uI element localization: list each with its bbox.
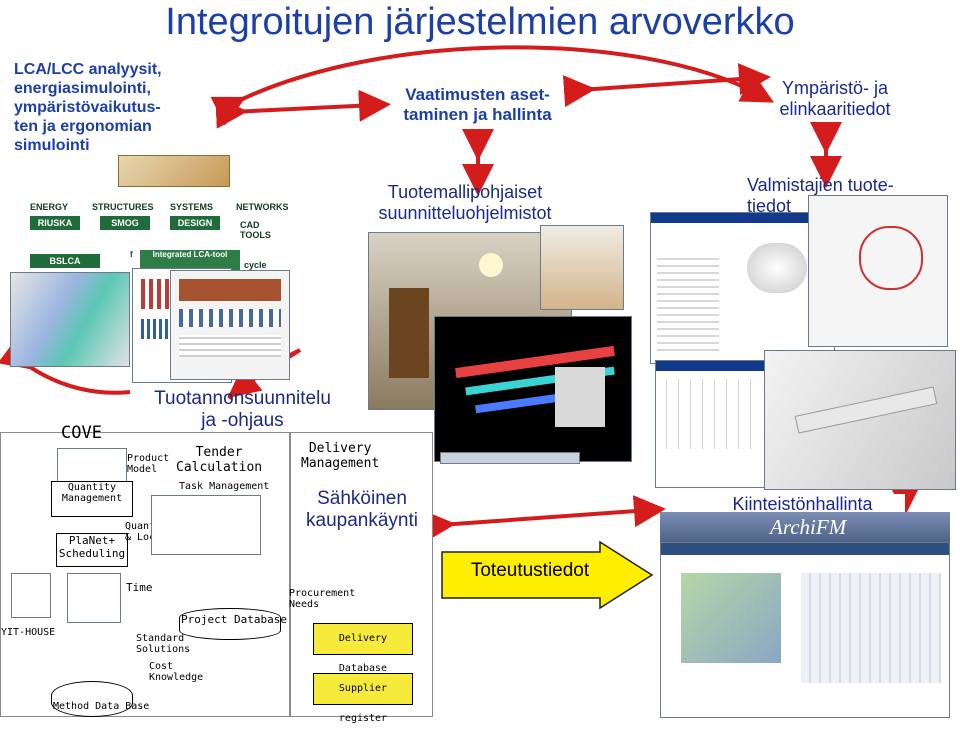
delivery-panel: Delivery Management Procurement Needs De… <box>289 432 433 724</box>
standard-line: Standard <box>136 633 185 644</box>
product-model-line: Product <box>127 453 170 464</box>
manufacturers-line: Valmistajien tuote- <box>747 175 894 195</box>
cost-knowledge-label: Cost Knowledge <box>149 661 203 683</box>
hvac-model-image <box>434 316 632 462</box>
cost-line: Cost <box>149 661 174 672</box>
fan-curve-image <box>655 360 765 488</box>
cove-label: COVE <box>61 423 102 443</box>
energy-simulation-image <box>10 272 130 367</box>
product-model-software-box: Tuotemallipohjaiset suunnitteluohjelmist… <box>340 182 590 224</box>
tool-header: NETWORKS <box>236 202 289 212</box>
archifm-screenshot <box>660 542 950 718</box>
tender-calculation: Tender Calculation <box>176 445 262 475</box>
supplier-register: Supplier register <box>313 673 413 724</box>
room-render-image <box>540 225 624 310</box>
lca-illustration <box>118 155 230 187</box>
page-title: Integroitujen järjestelmien arvoverkko <box>165 1 795 43</box>
arrow-lca-requirements <box>215 89 391 129</box>
lighting-diagram-image <box>808 195 948 347</box>
task-management-label: Task Management <box>179 481 270 492</box>
tool-header: SYSTEMS <box>170 202 214 212</box>
tool-header: STRUCTURES <box>92 202 154 212</box>
manufacturers-line: tiedot <box>747 196 792 216</box>
tool-lca: Integrated LCA-tool <box>140 250 240 270</box>
production-line: ja -ohjaus <box>201 410 284 431</box>
lca-line: energiasimulointi, <box>14 80 151 97</box>
archifm-banner <box>660 512 950 542</box>
implementation-arrow <box>441 540 654 610</box>
implementation-label: Toteutustiedot <box>470 560 590 581</box>
lca-line: ten ja ergonomian <box>14 118 152 135</box>
yit-house-label: YIT-HOUSE <box>1 627 56 638</box>
ecommerce-box: Sähköinen kaupankäynti <box>292 488 432 532</box>
tender-line: Tender <box>195 445 243 460</box>
delivery-line: Delivery <box>308 441 372 456</box>
method-database-label: Method Data Base <box>53 701 150 712</box>
delivery-database: Delivery Database <box>313 623 413 674</box>
tool-bslca: BSLCA <box>30 254 100 268</box>
product-catalog-image <box>650 212 835 364</box>
project-database <box>179 608 281 640</box>
requirements-line: taminen ja hallinta <box>403 105 552 124</box>
product-model-line: Model <box>127 464 158 475</box>
environment-box: Ympäristö- ja elinkaaritiedot <box>750 78 920 120</box>
procurement-label: Procurement Needs <box>289 588 355 610</box>
tool-partial-right: cycle <box>244 260 267 270</box>
yit-server-image <box>11 573 51 618</box>
cost-line: Knowledge <box>149 672 204 683</box>
tool-header: ENERGY <box>30 202 69 212</box>
tool-partial-left: f <box>130 250 133 259</box>
standard-line: Solutions <box>136 644 191 655</box>
lca-line: ympäristövaikutus- <box>14 99 161 116</box>
tool-design: DESIGN <box>170 216 220 230</box>
requirements-line: Vaatimusten aset- <box>405 85 550 104</box>
tool-smog: SMOG <box>100 216 150 230</box>
ecommerce-line: Sähköinen <box>317 488 407 509</box>
production-diagram: COVE Product Model Quantity Management P… <box>0 423 290 717</box>
time-label: Time <box>126 581 153 594</box>
tools-panel: ENERGY STRUCTURES SYSTEMS NETWORKS RIUSK… <box>12 198 290 270</box>
product-model-line: suunnitteluohjelmistot <box>378 203 552 223</box>
environment-line: elinkaaritiedot <box>779 99 891 119</box>
delivery-management: Delivery Management <box>301 441 379 471</box>
schedule-image <box>67 573 121 623</box>
planet-line: PlaNet+ <box>68 534 116 547</box>
product-model-line: Tuotemallipohjaiset <box>387 182 543 202</box>
tender-table-image <box>151 495 261 555</box>
procurement-line: Needs <box>289 599 320 610</box>
arrow-ecommerce-facility <box>422 495 666 543</box>
manufacturers-box: Valmistajien tuote- tiedot <box>745 175 945 217</box>
quantity-line: Management <box>61 493 123 504</box>
hvac-status-bar <box>440 452 580 464</box>
quantity-line: Quantity <box>67 482 117 493</box>
facility-label: Kiinteistönhallinta <box>700 494 905 515</box>
ecommerce-line: kaupankäynti <box>306 510 418 531</box>
lca-box: LCA/LCC analyysit, energiasimulointi, ym… <box>14 60 234 155</box>
production-box: Tuotannonsuunnitelu ja -ohjaus <box>130 388 355 432</box>
archifm-label: ArchiFM <box>770 515 847 539</box>
method-database <box>51 681 133 717</box>
luminaire-image <box>764 350 956 490</box>
planet-line: Scheduling <box>58 547 126 560</box>
tool-cad: CAD TOOLS <box>240 220 271 240</box>
tool-riuska: RIUSKA <box>30 216 80 230</box>
lca-line: simulointi <box>14 137 90 154</box>
planet-scheduling: PlaNet+ Scheduling <box>56 533 128 567</box>
environment-line: Ympäristö- ja <box>781 78 889 98</box>
lca-line: LCA/LCC analyysit, <box>14 61 162 78</box>
product-model-label: Product Model <box>127 453 169 475</box>
arrow-requirements-environment <box>562 63 771 108</box>
arc-left-3 <box>0 337 131 395</box>
quantity-management: Quantity Management <box>51 481 133 517</box>
requirements-box: Vaatimusten aset- taminen ja hallinta <box>370 85 585 125</box>
production-line: Tuotannonsuunnitelu <box>154 388 331 409</box>
tender-line: Calculation <box>176 460 263 475</box>
procurement-line: Procurement <box>289 588 356 599</box>
lca-report-image <box>170 270 290 380</box>
standard-solutions-label: Standard Solutions <box>136 633 190 655</box>
delivery-line: Management <box>301 456 380 471</box>
